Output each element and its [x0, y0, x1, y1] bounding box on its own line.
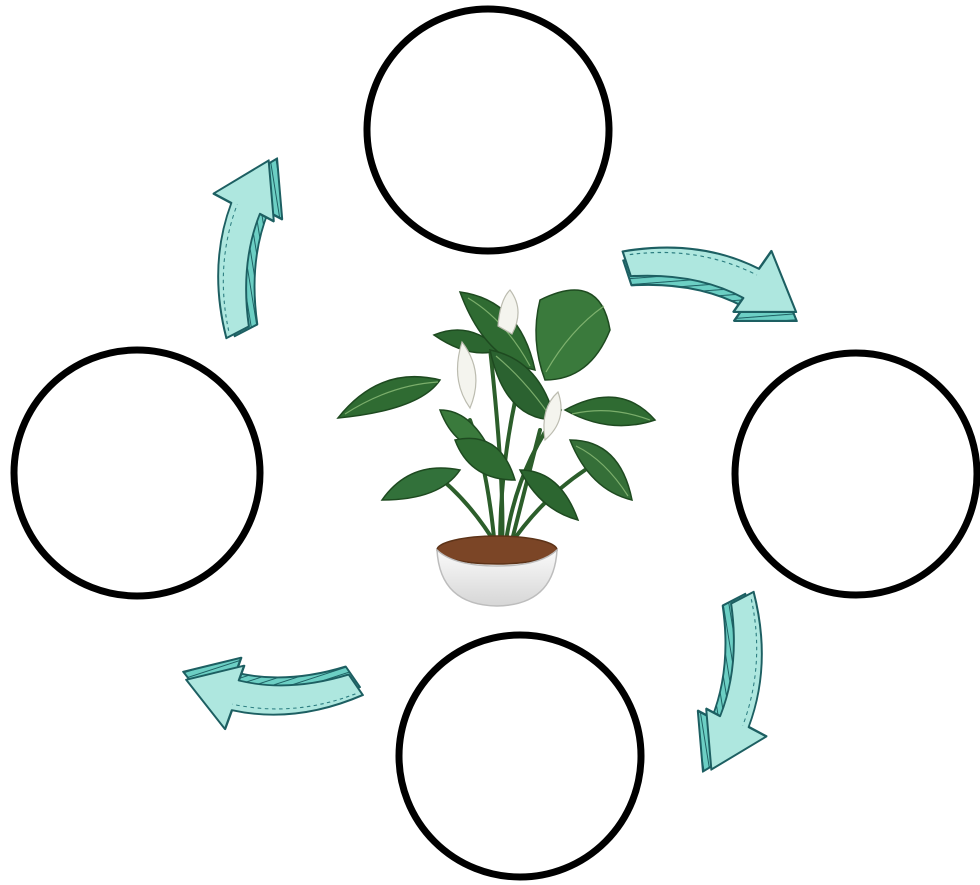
circle-left: [10, 346, 264, 600]
arrow-top-to-right: [608, 180, 823, 376]
arrow-right-to-bottom: [648, 580, 825, 792]
arrow-bottom-to-left: [168, 613, 372, 771]
circle-bottom: [395, 631, 645, 881]
circle-right: [731, 349, 980, 599]
circle-top: [363, 5, 613, 255]
potted-plant-image: [336, 289, 657, 607]
arrow-left-to-top: [155, 138, 332, 350]
